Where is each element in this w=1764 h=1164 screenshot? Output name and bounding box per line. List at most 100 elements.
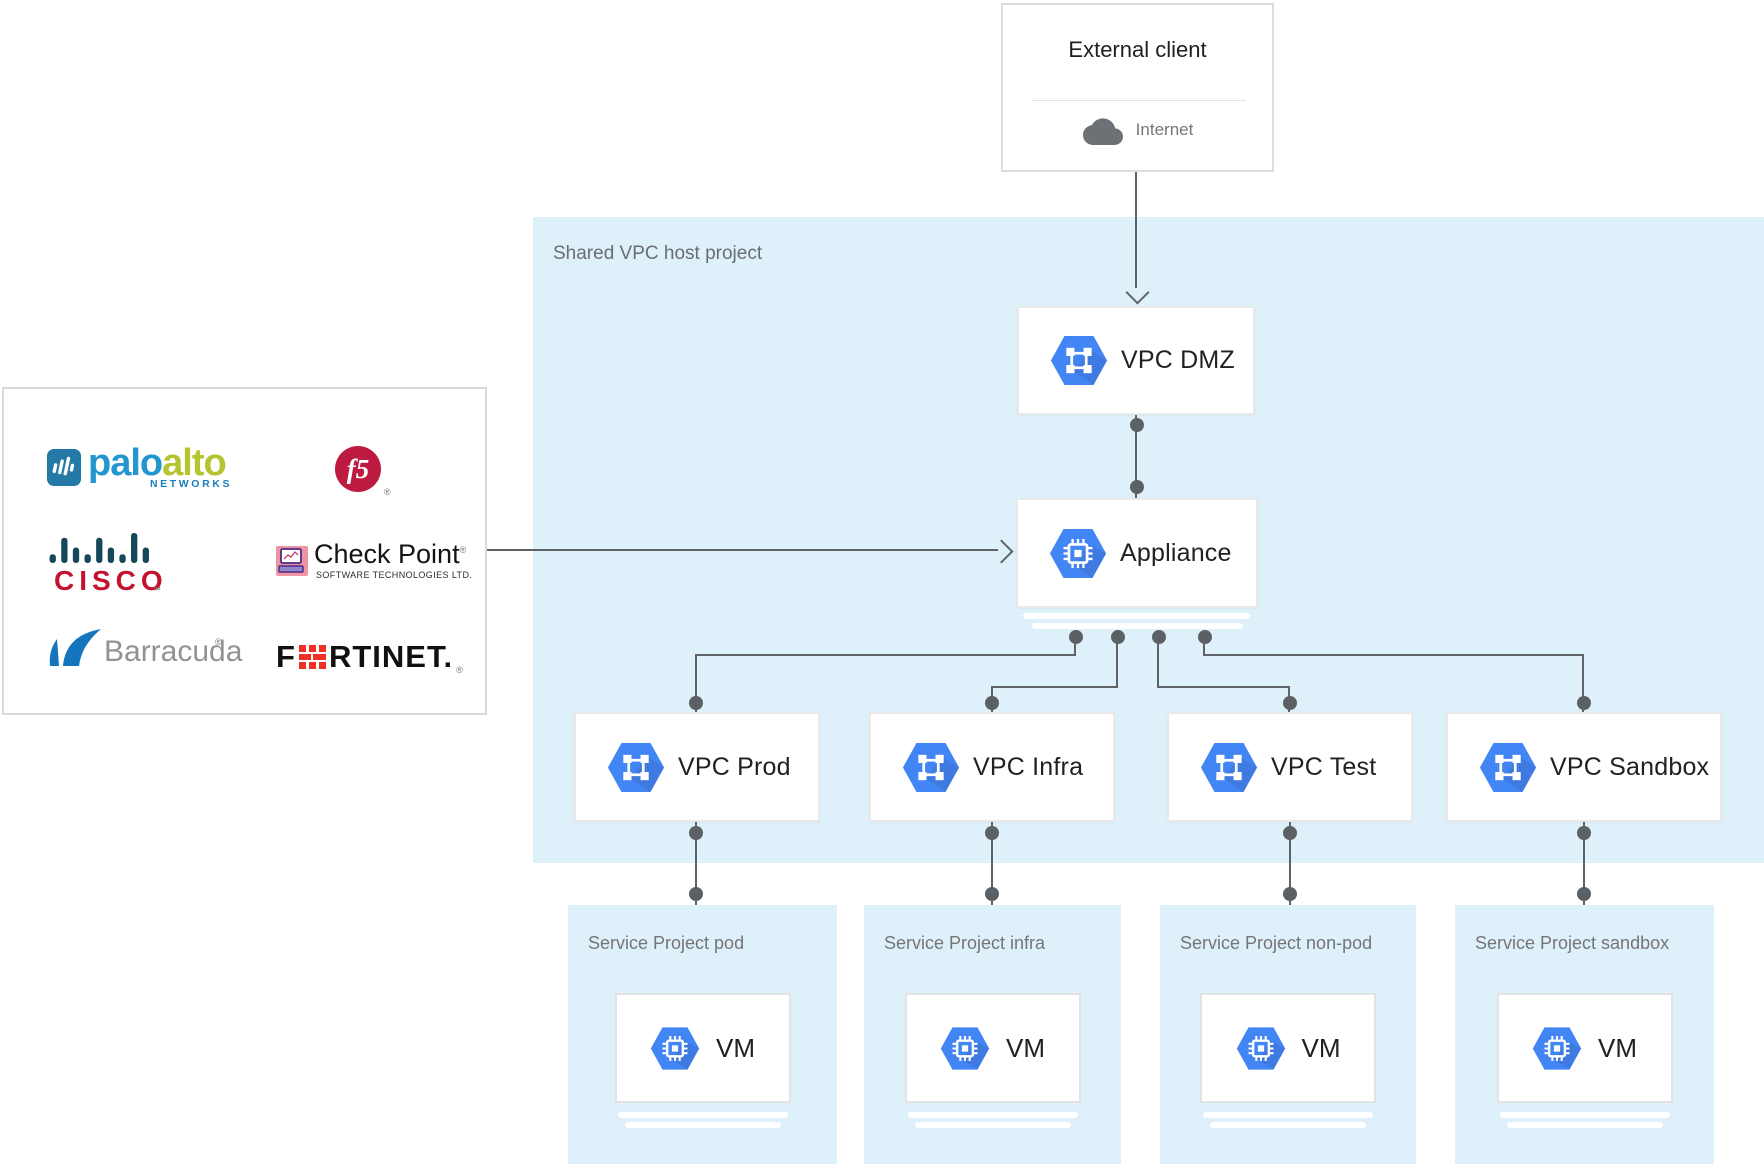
vm-label: VM (1598, 1032, 1637, 1063)
palo-alto-networks-logo: paloalto (88, 442, 227, 485)
connector-line (1289, 822, 1291, 905)
service-project-non-pod-tile: Service Project non-pod VM (1160, 905, 1416, 1164)
palo-alto-networks-subtext: NETWORKS (150, 478, 233, 490)
connector-line (1203, 654, 1584, 656)
connector-line (695, 654, 1076, 656)
registered-mark: ® (456, 665, 463, 675)
cloud-icon (1082, 115, 1124, 145)
chip-hexagon-icon (650, 1026, 700, 1071)
chip-hexagon-icon (940, 1026, 990, 1071)
connector-dot (985, 696, 999, 710)
network-hexagon-icon (1200, 742, 1258, 793)
fortinet-text-2: RTINET. (328, 639, 454, 674)
chip-hexagon-icon (1532, 1026, 1582, 1071)
connector-line (991, 822, 993, 905)
connector-line (1157, 686, 1290, 688)
connector-dot (689, 696, 703, 710)
connector-line (1583, 822, 1585, 905)
vpc-prod-label: VPC Prod (678, 752, 791, 781)
divider (1031, 100, 1246, 101)
tile-label: Service Project sandbox (1475, 933, 1670, 953)
fortinet-text-1: F (276, 639, 296, 674)
connector-line (1157, 640, 1159, 688)
vpc-infra-label: VPC Infra (973, 752, 1084, 781)
connector-dot (985, 826, 999, 840)
vpc-prod-node: VPC Prod (574, 712, 820, 822)
connector-dot (1069, 630, 1083, 644)
connector-dot (1130, 418, 1144, 432)
vpc-sandbox-label: VPC Sandbox (1550, 752, 1710, 781)
connector-dot (689, 887, 703, 901)
vpc-test-label: VPC Test (1271, 752, 1377, 781)
stack-stripe (1023, 613, 1250, 619)
registered-mark: ® (459, 545, 467, 555)
vm-node: VM (1496, 993, 1673, 1103)
stack-stripe (907, 1112, 1078, 1118)
palo-alto-networks-icon (47, 449, 81, 486)
network-hexagon-icon (1479, 742, 1537, 793)
appliance-node: Appliance (1016, 498, 1258, 608)
connector-line (1135, 415, 1137, 498)
stack-stripe (1210, 1122, 1366, 1128)
connector-line (695, 822, 697, 905)
registered-mark: ® (384, 487, 391, 497)
palo-alto-word-1: palo (88, 442, 163, 484)
palo-alto-word-2: alto (162, 442, 227, 484)
service-project-pod-tile: Service Project pod VM (568, 905, 837, 1164)
fortinet-logo: F RTINET. ® (276, 639, 463, 675)
check-point-computer-icon (276, 546, 308, 576)
connector-line (1135, 172, 1137, 288)
external-client-title: External client (1068, 37, 1207, 62)
appliance-vendors-card: paloalto NETWORKS f5 ® CISCO ™ Check Poi… (2, 387, 487, 715)
stack-stripe (624, 1122, 781, 1128)
external-client-card: External client Internet (1001, 3, 1274, 172)
vpc-test-node: VPC Test (1167, 712, 1413, 822)
vm-label: VM (1301, 1032, 1341, 1063)
vm-label: VM (1006, 1032, 1045, 1063)
tile-label: Service Project non-pod (1180, 933, 1373, 953)
trademark-mark: ™ (152, 585, 161, 595)
vpc-dmz-label: VPC DMZ (1121, 346, 1235, 374)
f5-label: f5 (346, 453, 370, 484)
service-project-infra-tile: Service Project infra VM (864, 905, 1121, 1164)
connector-dot (689, 826, 703, 840)
network-hexagon-icon (607, 742, 665, 793)
connector-dot (1283, 887, 1297, 901)
stack-stripe (914, 1122, 1071, 1128)
connector-line (487, 549, 998, 551)
vpc-infra-node: VPC Infra (869, 712, 1115, 822)
vm-node: VM (904, 993, 1081, 1103)
registered-mark: ® (215, 637, 222, 647)
connector-dot (1111, 630, 1125, 644)
connector-dot (1152, 630, 1166, 644)
barracuda-logo: Barracuda (104, 635, 243, 668)
host-project-label: Shared VPC host project (553, 243, 763, 264)
check-point-logo: Check Point® (314, 539, 466, 570)
stack-stripe (1203, 1112, 1373, 1118)
tile-label: Service Project pod (588, 933, 745, 953)
f5-logo: f5 (335, 446, 381, 492)
appliance-label: Appliance (1120, 538, 1232, 567)
internet-row: Internet (1003, 115, 1272, 145)
fortinet-gate-icon (298, 645, 326, 669)
stack-stripe (1506, 1122, 1663, 1128)
network-hexagon-icon (902, 742, 960, 793)
connector-dot (1130, 480, 1144, 494)
service-project-sandbox-tile: Service Project sandbox VM (1455, 905, 1714, 1164)
connector-line (1074, 640, 1076, 656)
connector-dot (1577, 887, 1591, 901)
internet-label: Internet (1135, 120, 1194, 139)
connector-dot (1577, 826, 1591, 840)
vpc-dmz-node: VPC DMZ (1017, 306, 1255, 415)
check-point-label: Check Point (314, 539, 460, 569)
connector-line (991, 686, 1118, 688)
connector-line (695, 654, 697, 712)
cisco-logo: CISCO (54, 565, 168, 596)
connector-dot (985, 887, 999, 901)
chip-hexagon-icon (1236, 1026, 1286, 1071)
cisco-bridge-bars-icon (48, 531, 152, 563)
check-point-subtext: SOFTWARE TECHNOLOGIES LTD. (316, 570, 473, 580)
vm-node: VM (614, 993, 791, 1103)
vm-label: VM (716, 1032, 755, 1063)
